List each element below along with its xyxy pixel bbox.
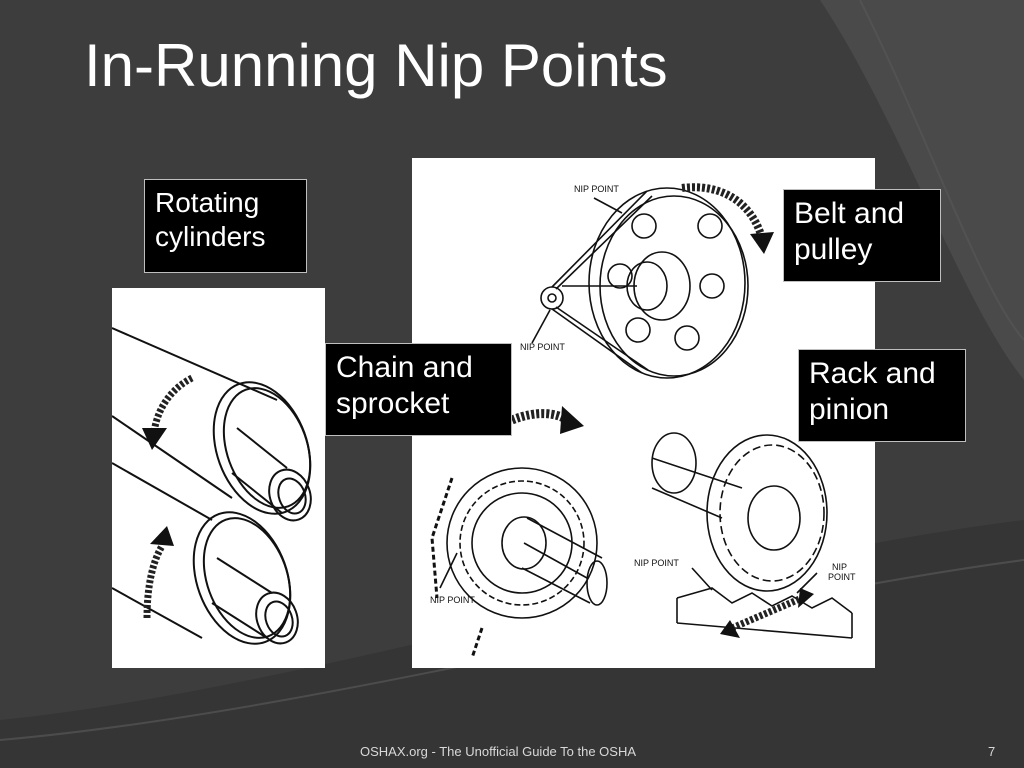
nip-point-label-rack: NIP POINT <box>634 558 679 568</box>
page-number: 7 <box>988 744 996 759</box>
rotating-cylinders-illustration <box>112 288 325 668</box>
nip-point-label-pinion-line1: NIP <box>832 562 847 572</box>
nip-point-label-chain: NIP POINT <box>430 595 475 605</box>
label-rotating-cylinders: Rotating cylinders <box>144 179 307 273</box>
nip-point-label-pinion-line2: POINT <box>828 572 856 582</box>
nip-point-label-pulley: NIP POINT <box>520 342 565 352</box>
slide-title: In-Running Nip Points <box>84 32 668 99</box>
label-rack-and-pinion: Rack and pinion <box>798 349 966 442</box>
label-chain-and-sprocket: Chain and sprocket <box>325 343 512 436</box>
label-belt-and-pulley: Belt and pulley <box>783 189 941 282</box>
footer-source: OSHAX.org - The Unofficial Guide To the … <box>360 744 637 759</box>
nip-point-label-belt: NIP POINT <box>574 184 619 194</box>
